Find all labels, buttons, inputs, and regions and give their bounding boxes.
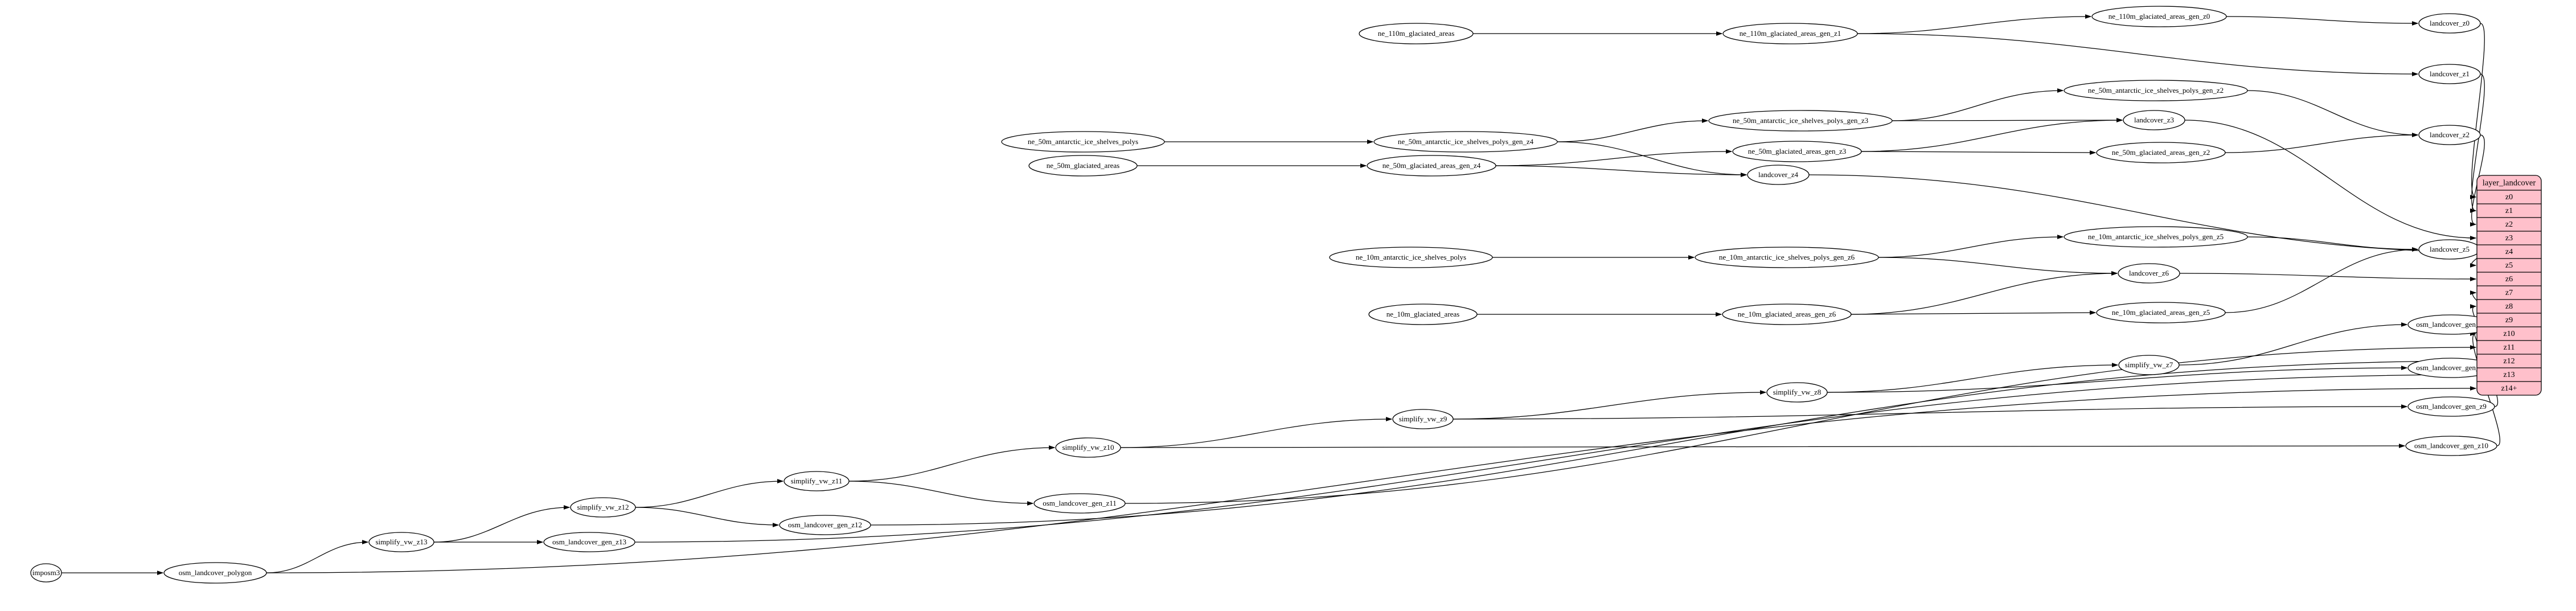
edge-simplify_vw_z8-to-osm_landcover_gen_z8 [1827,368,2407,393]
node-ne_50m_glaciated_areas[interactable] [1028,155,1138,177]
node-osm_landcover_gen_z13[interactable] [543,532,635,552]
edge-simplify_vw_z8-to-simplify_vw_z7 [1827,365,2118,393]
node-imposm3[interactable] [30,563,62,583]
edges-layer [61,17,2500,573]
edge-simplify_vw_z12-to-simplify_vw_z11 [635,481,783,508]
node-ne_50m_glaciated_areas_gen_z2[interactable] [2096,142,2226,163]
node-osm_landcover_gen_z10[interactable] [2405,436,2497,456]
edge-simplify_vw_z9-to-osm_landcover_gen_z9 [1453,407,2407,420]
node-ne_10m_glaciated_areas_gen_z6[interactable] [1722,304,1852,325]
node-ne_10m_antarctic_ice_shelves_polys_gen_z5[interactable] [2064,226,2248,248]
node-ne_50m_antarctic_ice_shelves_polys_gen_z4[interactable] [1373,131,1558,153]
node-ne_110m_glaciated_areas[interactable] [1359,23,1474,44]
node-ne_110m_glaciated_areas_gen_z1[interactable] [1722,23,1858,44]
edge-osm_landcover_gen_z13-to-layer_landcover-z13 [634,375,2476,543]
edge-simplify_vw_z11-to-simplify_vw_z10 [848,448,1055,482]
node-ne_10m_antarctic_ice_shelves_polys[interactable] [1329,247,1493,268]
edge-ne_10m_antarctic_ice_shelves_polys_gen_z5-to-landcover_z5 [2247,236,2418,249]
edge-osm_landcover_polygon-to-simplify_vw_z13 [266,542,368,573]
edge-osm_landcover_gen_z12-to-layer_landcover-z12 [870,361,2476,526]
edge-osm_landcover_polygon-to-layer_landcover-z14- [266,388,2476,573]
edge-simplify_vw_z10-to-simplify_vw_z9 [1120,419,1392,448]
node-osm_landcover_gen_z9[interactable] [2407,396,2495,417]
node-simplify_vw_z9[interactable] [1392,409,1454,429]
edge-simplify_vw_z10-to-osm_landcover_gen_z10 [1120,446,2405,448]
layer-landcover-table: layer_landcoverz0z1z2z3z4z5z6z7z8z9z10z1… [2476,175,2542,396]
node-landcover_z3[interactable] [2123,110,2185,130]
node-ne_10m_antarctic_ice_shelves_polys_gen_z6[interactable] [1695,247,1879,268]
node-ne_50m_antarctic_ice_shelves_polys_gen_z2[interactable] [2064,80,2248,101]
edge-landcover_z1-to-layer_landcover-z1 [2472,73,2485,211]
edge-ne_50m_glaciated_areas_gen_z4-to-ne_50m_glaciated_areas_gen_z3 [1495,151,1732,166]
edge-simplify_vw_z13-to-simplify_vw_z12 [433,507,569,543]
node-ne_10m_glaciated_areas_gen_z5[interactable] [2096,302,2226,323]
node-ne_10m_glaciated_areas[interactable] [1368,304,1478,325]
edge-ne_110m_glaciated_areas_gen_z1-to-ne_110m_glaciated_areas_gen_z0 [1857,17,2091,34]
node-landcover_z4[interactable] [1747,165,1810,185]
edge-simplify_vw_z12-to-osm_landcover_gen_z12 [635,507,778,525]
edge-ne_10m_glaciated_areas_gen_z6-to-landcover_z6 [1851,273,2117,315]
node-simplify_vw_z10[interactable] [1055,437,1121,458]
node-landcover_z0[interactable] [2418,13,2481,34]
node-ne_50m_antarctic_ice_shelves_polys[interactable] [1001,131,1165,153]
node-ne_50m_glaciated_areas_gen_z3[interactable] [1732,141,1862,162]
node-landcover_z6[interactable] [2118,263,2180,284]
edge-ne_50m_antarctic_ice_shelves_polys_gen_z4-to-ne_50m_antarctic_ice_shelves_polys_gen_z3 [1557,121,1708,142]
node-landcover_z5[interactable] [2418,239,2481,260]
edge-ne_50m_antarctic_ice_shelves_polys_gen_z3-to-ne_50m_antarctic_ice_shelves_polys_gen_z2 [1892,91,2063,121]
node-osm_landcover_gen_z11[interactable] [1033,493,1126,514]
edge-landcover_z4-to-layer_landcover-z4 [1808,174,2476,252]
edge-ne_10m_antarctic_ice_shelves_polys_gen_z6-to-ne_10m_antarctic_ice_shelves_polys_gen_z5 [1878,237,2063,258]
edge-ne_110m_glaciated_areas_gen_z1-to-landcover_z1 [1857,33,2418,74]
node-simplify_vw_z13[interactable] [368,532,434,552]
edge-ne_50m_antarctic_ice_shelves_polys_gen_z3-to-landcover_z3 [1892,120,2122,121]
edge-ne_50m_glaciated_areas_gen_z4-to-landcover_z4 [1495,165,1746,175]
node-simplify_vw_z11[interactable] [784,471,850,491]
edge-ne_10m_antarctic_ice_shelves_polys_gen_z6-to-landcover_z6 [1878,257,2117,273]
edge-simplify_vw_z11-to-osm_landcover_gen_z11 [848,481,1033,503]
edge-ne_50m_glaciated_areas_gen_z3-to-landcover_z3 [1861,120,2122,152]
edge-ne_10m_glaciated_areas_gen_z6-to-ne_10m_glaciated_areas_gen_z5 [1851,313,2095,314]
node-ne_50m_glaciated_areas_gen_z4[interactable] [1367,155,1496,177]
edge-landcover_z3-to-layer_landcover-z3 [2184,120,2476,238]
node-simplify_vw_z8[interactable] [1766,382,1828,403]
edge-ne_50m_antarctic_ice_shelves_polys_gen_z2-to-landcover_z2 [2247,90,2418,135]
node-ne_110m_glaciated_areas_gen_z0[interactable] [2091,6,2227,27]
edge-simplify_vw_z7-to-osm_landcover_gen_z7 [2179,325,2407,366]
node-osm_landcover_gen_z12[interactable] [779,515,871,535]
node-osm_landcover_polygon[interactable] [163,562,267,584]
edge-ne_50m_glaciated_areas_gen_z3-to-ne_50m_glaciated_areas_gen_z2 [1861,151,2095,153]
node-landcover_z2[interactable] [2418,125,2481,145]
edge-ne_10m_glaciated_areas_gen_z5-to-landcover_z5 [2225,249,2418,313]
edge-simplify_vw_z9-to-simplify_vw_z8 [1453,392,1766,420]
edge-ne_110m_glaciated_areas_gen_z0-to-landcover_z0 [2226,16,2418,23]
node-ne_50m_antarctic_ice_shelves_polys_gen_z3[interactable] [1708,110,1893,132]
edge-ne_50m_glaciated_areas_gen_z2-to-landcover_z2 [2225,135,2418,153]
node-simplify_vw_z12[interactable] [570,497,636,518]
edge-osm_landcover_gen_z11-to-layer_landcover-z11 [1125,347,2476,504]
edge-ne_50m_antarctic_ice_shelves_polys_gen_z4-to-landcover_z4 [1557,141,1746,175]
node-landcover_z1[interactable] [2418,64,2481,84]
edge-landcover_z6-to-layer_landcover-z6 [2179,273,2476,279]
layer-table-shell [2476,175,2542,396]
node-simplify_vw_z7[interactable] [2118,355,2180,375]
